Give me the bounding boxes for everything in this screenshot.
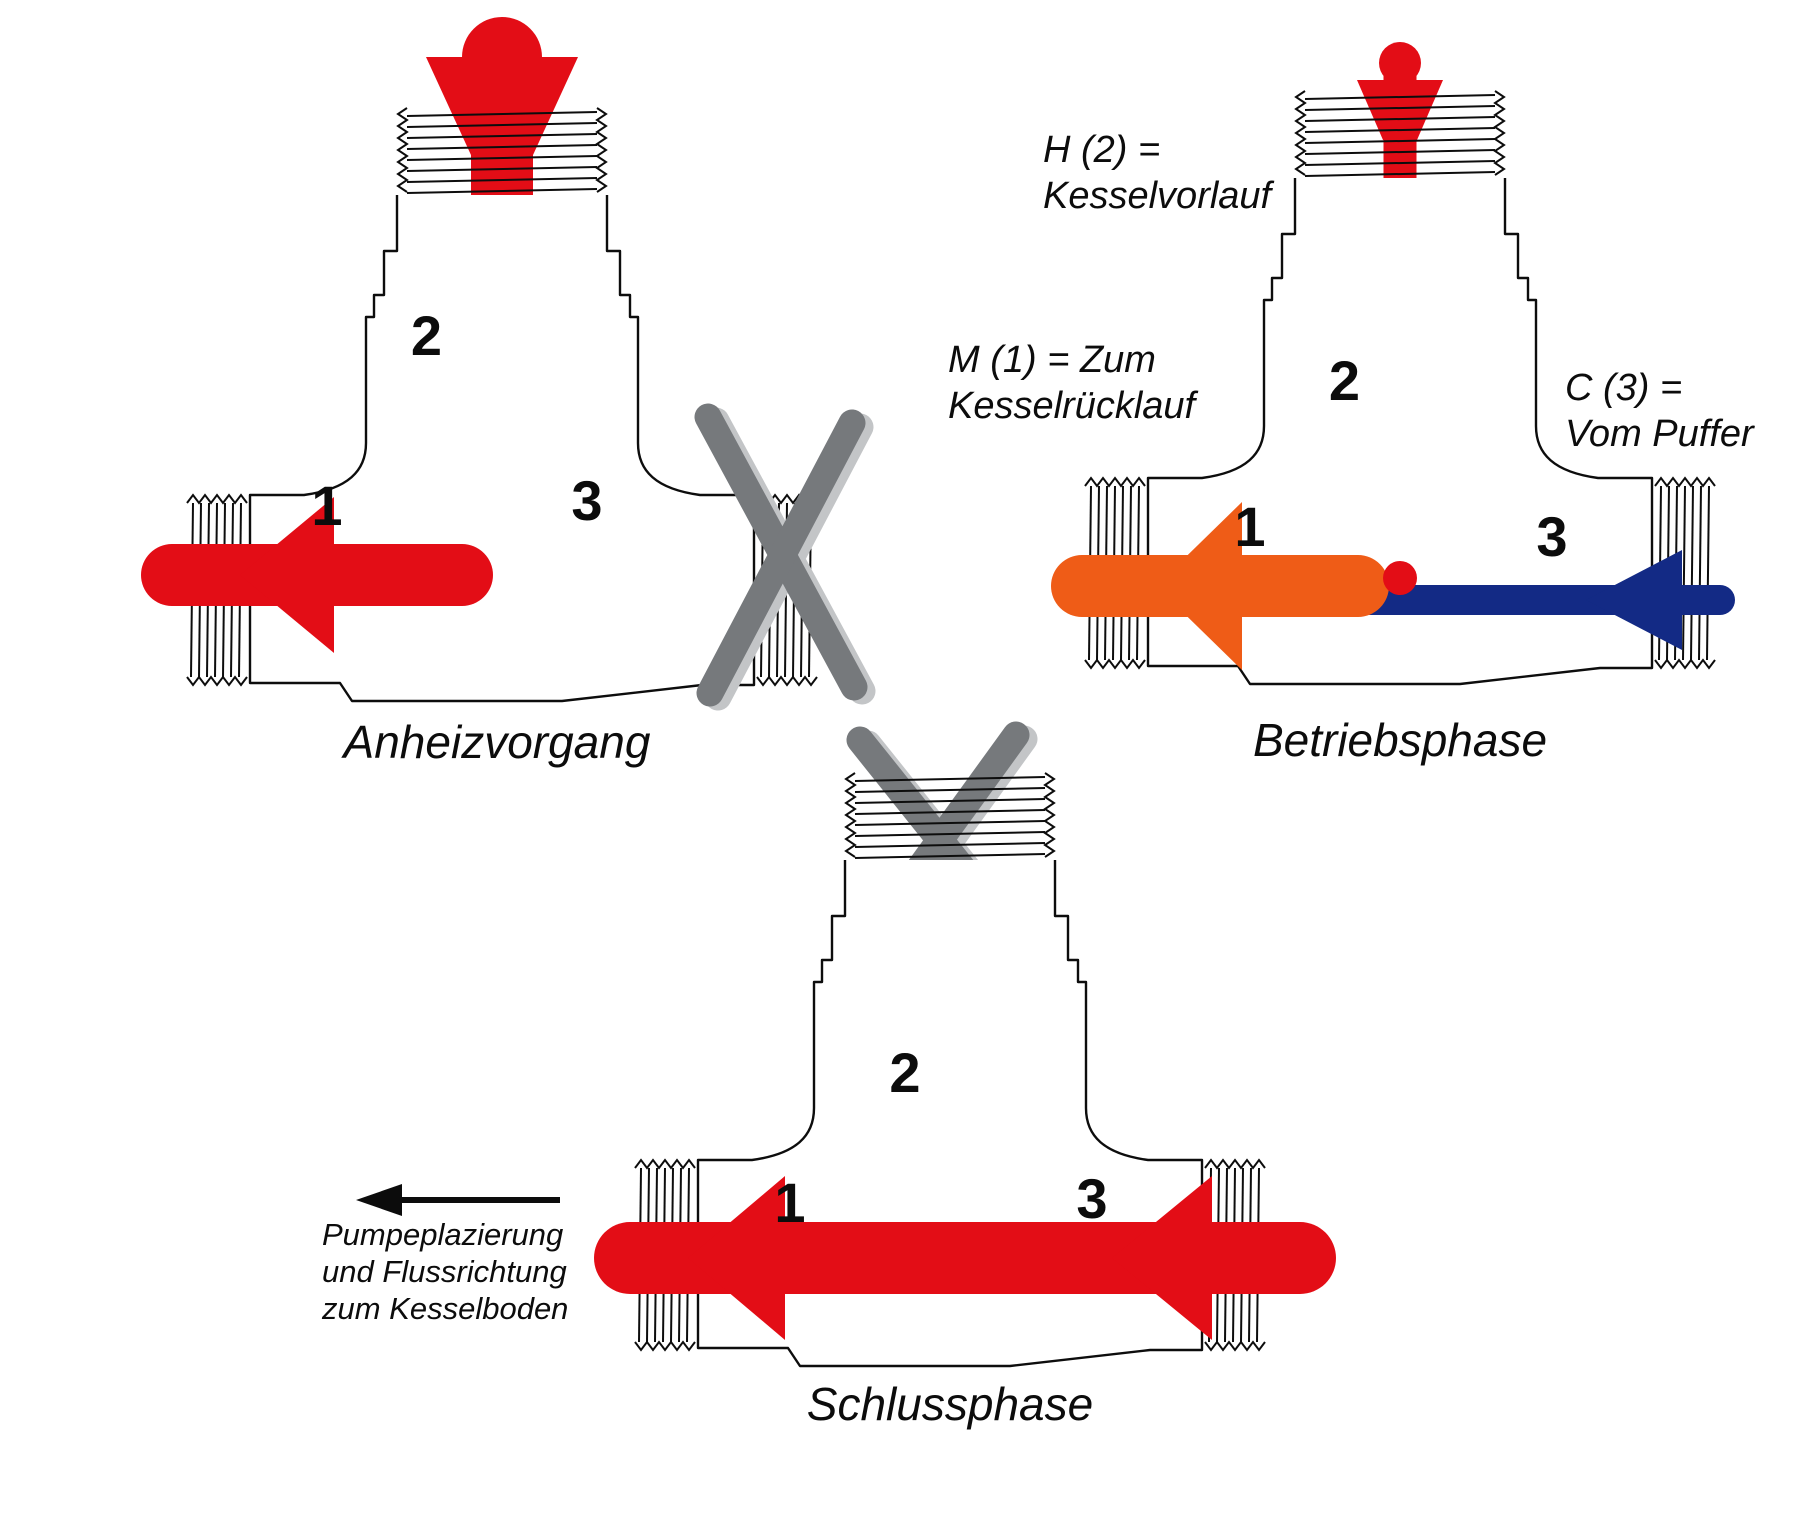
annotation-line: M (1) = Zum bbox=[948, 339, 1156, 381]
port-label-3: 3 bbox=[1076, 1167, 1107, 1230]
pump-note: Pumpeplazierung und Flussrichtung zum Ke… bbox=[321, 1217, 568, 1326]
annotation-line: Vom Puffer bbox=[1565, 413, 1755, 455]
port-label-2: 2 bbox=[1329, 349, 1360, 412]
valve-schlussphase: 2 1 3 bbox=[594, 721, 1336, 1368]
annotation-m1-kesselruecklauf: M (1) = Zum Kesselrücklauf bbox=[948, 339, 1199, 427]
flow-arrow-inlet-right-blue bbox=[1355, 550, 1735, 650]
annotation-line: C (3) = bbox=[1565, 367, 1682, 409]
pump-direction-arrow bbox=[356, 1184, 560, 1216]
flow-arrow-outlet-left-red bbox=[141, 497, 493, 653]
caption-betriebsphase: Betriebsphase bbox=[1253, 714, 1547, 766]
flow-arrow-outlet-left-orange bbox=[1051, 502, 1389, 670]
valve-betriebsphase: 2 1 3 bbox=[1051, 42, 1735, 686]
annotation-line: H (2) = bbox=[1043, 129, 1160, 171]
valve-anheizvorgang: 2 1 3 bbox=[141, 17, 876, 711]
port-label-2: 2 bbox=[411, 304, 442, 367]
flow-arrow-through-red bbox=[594, 1176, 1336, 1340]
note-line: Pumpeplazierung bbox=[322, 1217, 563, 1252]
annotation-line: Kesselvorlauf bbox=[1043, 175, 1275, 217]
note-line: und Flussrichtung bbox=[322, 1254, 567, 1289]
port-label-2: 2 bbox=[889, 1041, 920, 1104]
annotation-c3-vom-puffer: C (3) = Vom Puffer bbox=[1565, 367, 1755, 455]
port-label-1: 1 bbox=[311, 474, 342, 537]
caption-anheizvorgang: Anheizvorgang bbox=[341, 716, 651, 768]
annotation-h2-kesselvorlauf: H (2) = Kesselvorlauf bbox=[1043, 129, 1275, 217]
note-line: zum Kesselboden bbox=[321, 1291, 568, 1326]
red-pipe-end-cap bbox=[1383, 561, 1417, 595]
port-label-3: 3 bbox=[1536, 505, 1567, 568]
port-label-1: 1 bbox=[1234, 495, 1265, 558]
caption-schlussphase: Schlussphase bbox=[807, 1378, 1093, 1430]
port-label-1: 1 bbox=[774, 1171, 805, 1234]
annotation-line: Kesselrücklauf bbox=[948, 385, 1199, 427]
port-label-3: 3 bbox=[571, 469, 602, 532]
blocked-x-right-port bbox=[694, 403, 876, 711]
